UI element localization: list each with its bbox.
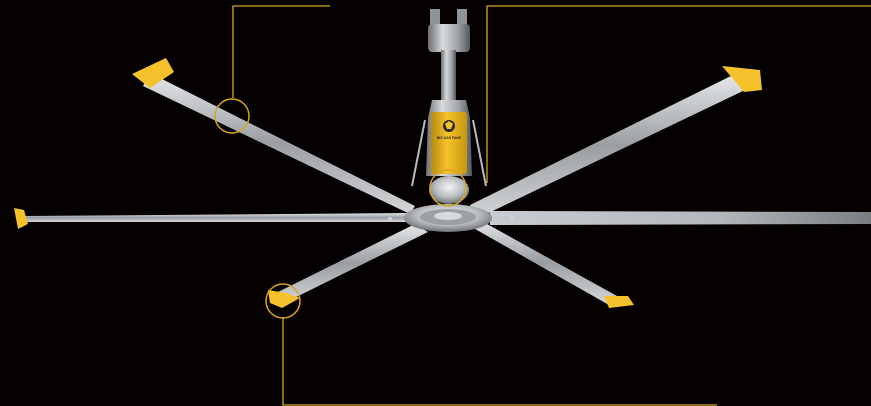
mount-bracket-left [430,9,440,31]
down-rod [441,50,456,102]
callout-line-motor [486,5,871,183]
mount-bracket-right [457,9,467,31]
brace-right [472,119,487,187]
blade-left [24,213,410,222]
callout-circle-tip [265,283,301,319]
blade-tips [14,58,762,308]
callout-line-winglet [232,5,330,98]
callout-circles [214,98,467,319]
motor-assembly: BIG ASS FANS [388,9,514,232]
logo-text: BIG ASS FANS [437,136,462,140]
winglet-lower-right [604,296,634,308]
brace-left [411,119,426,187]
callout-circle-winglet [214,98,250,134]
mount-bracket-top [428,24,470,52]
donkey-logo-icon [445,121,453,129]
blade-lower-right [468,219,617,305]
blade-upper-right [470,74,745,218]
fan-blades [24,73,871,305]
lower-housing [429,176,469,204]
controller-panel [431,112,467,174]
hub-center [434,212,462,220]
hub-bolt [510,216,514,220]
winglet-upper-left [132,58,174,88]
winglet-left [14,208,28,229]
callout-circle-motor [429,169,467,207]
callout-line-tip [282,317,717,406]
blade-lower-left [274,224,428,303]
hub-bolt [388,217,392,221]
winglet-lower-left [268,290,300,308]
blade-upper-left [143,73,415,214]
blade-right [490,211,871,225]
winglet-upper-right [722,66,762,92]
callout-lines [232,5,871,406]
